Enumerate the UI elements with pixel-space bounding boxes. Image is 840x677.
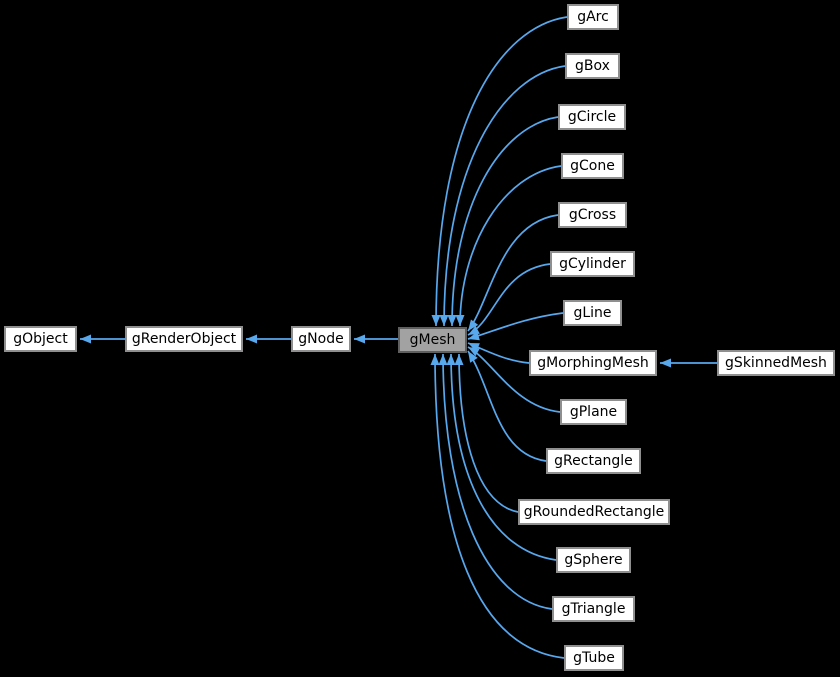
node-grenderobject[interactable]: gRenderObject bbox=[125, 326, 243, 352]
edge-gtriangle-to-gmesh bbox=[438, 353, 553, 610]
node-gsphere[interactable]: gSphere bbox=[556, 547, 631, 573]
edge-gtube-to-gmesh bbox=[430, 353, 565, 659]
node-gskinnedmesh[interactable]: gSkinnedMesh bbox=[717, 350, 835, 376]
node-gcone[interactable]: gCone bbox=[561, 153, 624, 179]
edge-gmorphingmesh-to-gmesh bbox=[467, 342, 530, 364]
node-gbox[interactable]: gBox bbox=[565, 53, 620, 79]
node-gplane[interactable]: gPlane bbox=[560, 399, 627, 425]
node-garc[interactable]: gArc bbox=[567, 4, 619, 30]
node-gtube[interactable]: gTube bbox=[564, 645, 624, 671]
edge-gcone-to-gmesh bbox=[455, 165, 562, 327]
node-gnode[interactable]: gNode bbox=[291, 326, 351, 352]
node-gcircle[interactable]: gCircle bbox=[558, 104, 626, 130]
node-gobject[interactable]: gObject bbox=[4, 326, 77, 352]
edge-gcylinder-to-gmesh bbox=[467, 263, 551, 336]
node-gline[interactable]: gLine bbox=[563, 300, 622, 326]
node-groundedrectangle[interactable]: gRoundedRectangle bbox=[518, 499, 670, 525]
edge-gbox-to-gmesh bbox=[439, 65, 566, 327]
edge-gcross-to-gmesh bbox=[467, 214, 559, 332]
node-grectangle[interactable]: gRectangle bbox=[546, 448, 641, 474]
edge-groundedrectangle-to-gmesh bbox=[454, 353, 519, 513]
edge-gcircle-to-gmesh bbox=[447, 116, 559, 327]
node-gmorphingmesh[interactable]: gMorphingMesh bbox=[529, 350, 657, 376]
node-gcross[interactable]: gCross bbox=[558, 202, 627, 228]
edge-gsphere-to-gmesh bbox=[446, 353, 557, 561]
edge-gline-to-gmesh bbox=[467, 312, 564, 341]
node-gtriangle[interactable]: gTriangle bbox=[552, 596, 635, 622]
edge-garc-to-gmesh bbox=[431, 16, 568, 327]
node-gcylinder[interactable]: gCylinder bbox=[550, 251, 635, 277]
edge-grectangle-to-gmesh bbox=[467, 350, 547, 462]
node-gmesh[interactable]: gMesh bbox=[398, 327, 467, 353]
